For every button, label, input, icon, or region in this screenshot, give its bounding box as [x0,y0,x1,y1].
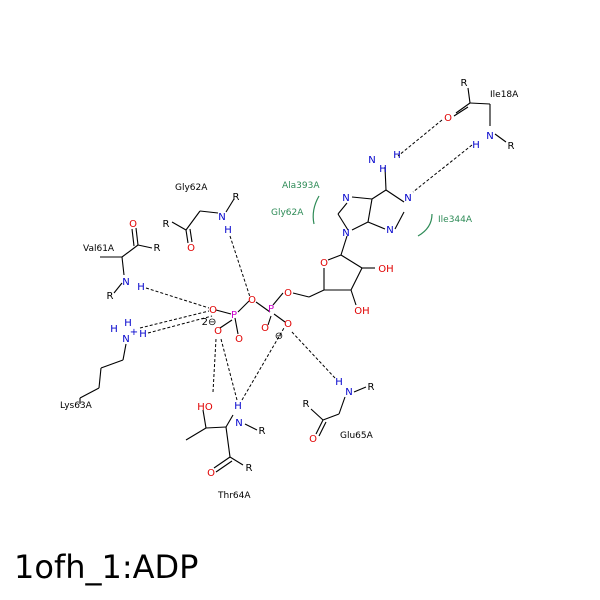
atom-n7: N [342,193,349,204]
hydrophobic-arc-right [417,213,433,237]
val61-h: H [137,282,145,293]
residue-glu65: N H R R O Glu65A [303,377,375,445]
hydrophobic-label-ala393: Ala393A [282,181,320,191]
residue-lys63: N + H H H Lys63A [60,318,147,411]
atom-o5: O [284,288,292,299]
adenine-bonds [337,166,405,256]
ribose-bonds [292,254,375,306]
atom-o-pb-lower: O [214,326,222,337]
residue-label-lys63: Lys63A [60,401,93,411]
residue-label-thr64: Thr64A [217,491,251,501]
val61-r-n: R [107,291,114,302]
glu65-h: H [335,377,343,388]
ligand-adp: N N N N N H H O OH OH O P O O O ⊖ P O O … [202,150,412,345]
lys63-plus: + [130,327,138,338]
val61-n: N [122,277,129,288]
atom-o-pa-down: O [261,323,269,334]
val61-o: O [129,219,137,230]
residue-val61: Val61A O R N H R [83,219,161,302]
charge-pb: 2⊖ [202,317,217,328]
hydrophobic-contacts: Ala393A Gly62A Ile344A [271,181,473,237]
lys63-h3: H [139,329,147,340]
thr64-o: O [207,468,215,479]
atom-o-bridge: O [248,295,256,306]
gly62-o: O [187,243,195,254]
hbond-val61-n [145,287,210,309]
thr64-ho: HO [197,402,213,413]
ligand-caption: 1ofh_1:ADP [14,548,199,586]
hbond-thr64-n-2 [241,327,285,401]
residue-thr64: HO N H R O R Thr64A [185,401,266,501]
atom-o-pa-right: O [284,319,292,330]
gly62-h: H [224,225,232,236]
residue-label-ile18: Ile18A [490,90,519,100]
hbond-lys63-1 [139,310,210,329]
glu65-n: N [345,387,352,398]
atom-h-n6b: H [393,150,401,161]
hbond-gly62-n [229,235,251,298]
glu65-r-n: R [368,382,375,393]
atom-o2-oh: OH [354,306,369,317]
residue-label-gly62: Gly62A [175,183,208,193]
thr64-n: N [235,418,242,429]
hydrophobic-label-ile344: Ile344A [438,215,473,225]
hydrophobic-label-gly62: Gly62A [271,208,304,218]
atom-h-n6a: H [379,164,387,175]
gly62-r-n: R [233,192,240,203]
hbond-lys63-2 [147,315,213,334]
atom-o-pb-down: O [235,334,243,345]
lys63-h2: H [124,318,132,329]
atom-n9: N [342,228,349,239]
glu65-o: O [309,434,317,445]
atom-n3: N [386,225,393,236]
atom-n6: N [368,155,375,166]
gly62-r-c: R [163,219,170,230]
lys63-h1: H [110,324,118,335]
hbond-ile18-n [412,144,473,193]
glu65-r-c: R [303,399,310,410]
atom-pa: P [268,304,274,315]
hbond-ile18-o [397,119,443,157]
gly62-n: N [218,212,225,223]
ile18-r-n: R [508,141,515,152]
hbond-thr64-oh [212,338,217,393]
val61-r-c: R [154,243,161,254]
hydrophobic-arc-left [312,195,320,225]
residue-label-glu65: Glu65A [340,431,374,441]
residue-ile18: Ile18A R O N H R [444,78,519,152]
thr64-r-c: R [246,463,253,474]
residue-label-val61: Val61A [83,244,115,254]
hbond-thr64-n-1 [220,338,238,401]
atom-pb: P [231,310,237,321]
hydrogen-bonds [139,119,473,401]
lys63-n: N [122,334,129,345]
ile18-r-top: R [461,78,468,89]
ile18-o: O [444,113,452,124]
thr64-r-n: R [259,426,266,437]
atom-n1: N [404,193,411,204]
atom-o-pb-left: O [209,305,217,316]
atom-o3-oh: OH [378,264,393,275]
hbond-glu65-n [290,330,336,379]
ile18-n: N [486,131,493,142]
thr64-h: H [234,401,242,412]
phosphate-bonds [215,292,286,335]
residue-gly62: Gly62A R O N H R [163,183,240,254]
ile18-h: H [472,140,480,151]
charge-pa: ⊖ [275,331,283,342]
atom-o4-ribose: O [320,258,328,269]
